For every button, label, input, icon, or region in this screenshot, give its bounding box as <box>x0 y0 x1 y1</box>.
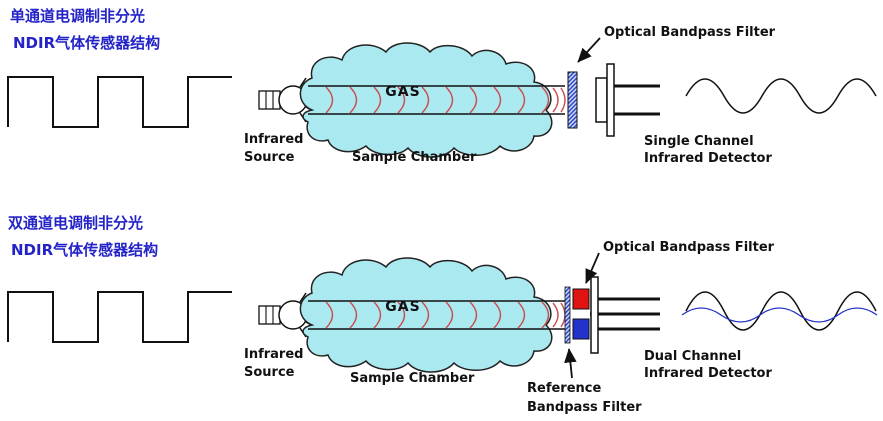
detector-flange <box>606 63 615 137</box>
modulation-square-wave <box>7 291 233 343</box>
infrared-source-label-line1: Infrared <box>244 132 303 147</box>
detector-label-line2: Infrared Detector <box>644 366 772 381</box>
diagram-dual-channel: 双通道电调制非分光 NDIR气体传感器结构 GAS Optical Bandpa… <box>7 214 878 415</box>
reference-signal-sine <box>681 307 878 323</box>
diagram-title-line1: 双通道电调制非分光 <box>8 214 143 232</box>
sample-chamber-label: Sample Chamber <box>350 371 475 386</box>
output-signal-sine <box>685 78 877 114</box>
filter-callout-arrow <box>577 37 601 63</box>
gas-label: GAS <box>385 84 420 100</box>
diagram-title-line2: NDIR气体传感器结构 <box>11 241 158 259</box>
reference-filter-callout-arrow <box>564 348 577 379</box>
sample-chamber-label: Sample Chamber <box>352 150 477 165</box>
reference-filter-label-line1: Reference <box>527 381 601 396</box>
filter-callout-arrow <box>585 252 600 284</box>
infrared-source-label-line2: Source <box>244 150 295 165</box>
modulation-square-wave <box>7 76 233 128</box>
dual-channel-detector <box>572 276 660 354</box>
detector-flange <box>590 276 599 354</box>
diagram-single-channel: 单通道电调制非分光 NDIR气体传感器结构 GAS Optical Bandpa… <box>7 7 877 166</box>
reference-filter-window-blue <box>572 318 590 340</box>
measure-signal-sine <box>685 291 877 331</box>
optical-bandpass-filter <box>567 71 578 129</box>
detector-can <box>595 77 608 123</box>
reference-bandpass-filter <box>564 286 571 344</box>
diagram-title-line2: NDIR气体传感器结构 <box>13 34 160 52</box>
sample-chamber-assembly <box>299 42 566 158</box>
gas-label: GAS <box>385 299 420 315</box>
detector-label-line1: Dual Channel <box>644 349 741 364</box>
optical-filter-label: Optical Bandpass Filter <box>603 240 775 255</box>
infrared-source-label-line2: Source <box>244 365 295 380</box>
sample-chamber-assembly <box>299 257 566 373</box>
optical-filter-window-red <box>572 288 590 310</box>
reference-filter-label-line2: Bandpass Filter <box>527 400 642 415</box>
detector-label-line2: Infrared Detector <box>644 151 772 166</box>
optical-filter-label: Optical Bandpass Filter <box>604 25 776 40</box>
detector-label-line1: Single Channel <box>644 134 754 149</box>
single-channel-detector <box>595 63 660 137</box>
infrared-source-label-line1: Infrared <box>244 347 303 362</box>
diagram-title-line1: 单通道电调制非分光 <box>10 7 145 25</box>
